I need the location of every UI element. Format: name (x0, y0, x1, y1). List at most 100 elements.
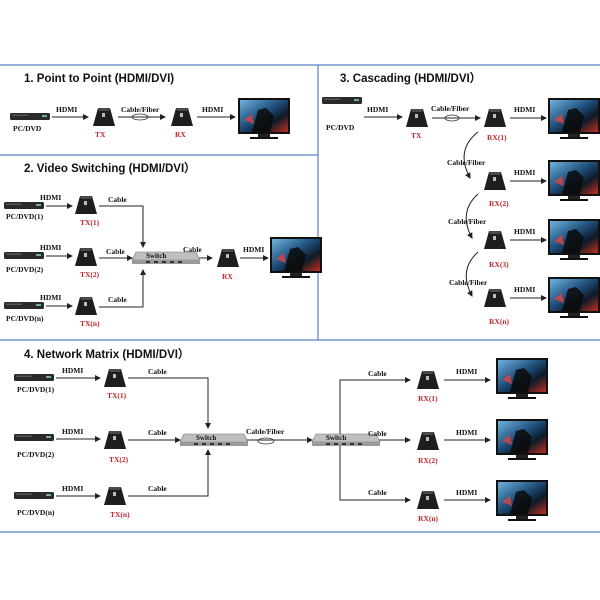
cable-fiber-label: Cable/Fiber (431, 104, 470, 113)
pc-dvd-2-label: PC/DVD(2) (6, 265, 44, 274)
pc-dvd-1-device (4, 202, 44, 209)
rx-3-unit (484, 231, 506, 249)
switch-left-label: Switch (196, 434, 216, 442)
panel-dividers (0, 64, 600, 533)
panel-network-matrix: 4. Network Matrix (HDMI/DVI） PC/DVD(1) H… (14, 347, 548, 523)
hdmi-n-label: HDMI (62, 484, 83, 493)
fiber-coil-icon (444, 114, 460, 122)
switch-label: Switch (146, 252, 166, 260)
rx-1-unit (484, 109, 506, 127)
hdmi-rxn-label: HDMI (514, 285, 535, 294)
hdmi-rx3-label: HDMI (514, 227, 535, 236)
pc-dvd-n-label: PC/DVD(n) (6, 314, 44, 323)
panel-point-to-point: 1. Point to Point (HDMI/DVI) PC/DVD HDMI… (10, 73, 290, 139)
cable-2-label: Cable (106, 247, 125, 256)
pc-dvd-2-device (4, 252, 44, 259)
tx-2-label: TX(2) (109, 455, 129, 464)
hdmi-in-label: HDMI (367, 105, 388, 114)
cable-n-label: Cable (108, 295, 127, 304)
cable-out-label: Cable (183, 245, 202, 254)
cable-rxn-label: Cable (368, 488, 387, 497)
cable-rx2-label: Cable (368, 429, 387, 438)
pc-dvd-label: PC/DVD (326, 123, 355, 132)
tx-1-unit (75, 196, 97, 214)
pc-dvd-label: PC/DVD (13, 124, 42, 133)
tx-n-label: TX(n) (110, 510, 130, 519)
tx-unit (93, 108, 115, 126)
hdmi-rxn-label: HDMI (456, 488, 477, 497)
rx-1-unit (417, 371, 439, 389)
display-monitor-1 (548, 98, 600, 139)
tx-2-unit (75, 248, 97, 266)
hdmi-1-label: HDMI (40, 193, 61, 202)
tx-1-label: TX(1) (107, 391, 127, 400)
hdmi-2-label: HDMI (40, 243, 61, 252)
display-monitor-1 (496, 358, 548, 399)
display-monitor-2 (548, 160, 600, 201)
hdmi-rx1-label: HDMI (514, 105, 535, 114)
display-monitor-n (548, 277, 600, 318)
panel1-title: 1. Point to Point (HDMI/DVI) (24, 73, 174, 85)
tx-n-unit (75, 297, 97, 315)
rx-label: RX (175, 130, 186, 139)
hdmi-rx1-label: HDMI (456, 367, 477, 376)
cable-n-label: Cable (148, 484, 167, 493)
rx-2-label: RX(2) (489, 199, 509, 208)
hdmi-rx2-label: HDMI (514, 168, 535, 177)
rx-2-unit (417, 432, 439, 450)
switch-right-label: Switch (326, 434, 346, 442)
tx-unit (406, 109, 428, 127)
cable-fiber-label: Cable/Fiber (121, 105, 160, 114)
rx-1-label: RX(1) (418, 394, 438, 403)
pc-dvd-1-label: PC/DVD(1) (17, 385, 55, 394)
tx-1-unit (104, 369, 126, 387)
rx-2-label: RX(2) (418, 456, 438, 465)
hdmi-in-label: HDMI (56, 105, 77, 114)
tx-n-label: TX(n) (80, 319, 100, 328)
cable-1-label: Cable (148, 367, 167, 376)
display-monitor-n (496, 480, 548, 521)
pc-dvd-n-device (14, 492, 54, 499)
hdmi-n-label: HDMI (40, 293, 61, 302)
tx-n-unit (104, 487, 126, 505)
cable-rx1-label: Cable (368, 369, 387, 378)
panel3-title: 3. Cascading (HDMI/DVI） (340, 71, 481, 85)
display-monitor-2 (496, 419, 548, 460)
cable-2-label: Cable (148, 428, 167, 437)
fiber-coil-icon (131, 113, 149, 121)
hdmi-out-label: HDMI (202, 105, 223, 114)
rx-unit (217, 249, 239, 267)
pc-dvd-1-label: PC/DVD(1) (6, 212, 44, 221)
rx-n-label: RX(n) (418, 514, 439, 523)
pc-dvd-device (322, 97, 362, 104)
display-monitor-3 (548, 219, 600, 260)
fiber-coil-icon (257, 437, 275, 445)
pc-dvd-2-device (14, 434, 54, 441)
hdmi-out-label: HDMI (243, 245, 264, 254)
pc-dvd-n-label: PC/DVD(n) (17, 508, 55, 517)
display-monitor (238, 98, 290, 139)
rx-n-label: RX(n) (489, 317, 510, 326)
hdmi-rx2-label: HDMI (456, 428, 477, 437)
rx-3-label: RX(3) (489, 260, 509, 269)
panel2-title: 2. Video Switching (HDMI/DVI） (24, 161, 196, 175)
hdmi-1-label: HDMI (62, 366, 83, 375)
pc-dvd-n-device (4, 302, 44, 309)
pc-dvd-1-device (14, 374, 54, 381)
tx-2-unit (104, 431, 126, 449)
tx-2-label: TX(2) (80, 270, 100, 279)
rx-label: RX (222, 272, 233, 281)
tx-label: TX (95, 130, 106, 139)
rx-n-unit (484, 289, 506, 307)
rx-unit (171, 108, 193, 126)
cascade-cable-3-label: Cable/Fiber (449, 278, 488, 287)
rx-n-unit (417, 491, 439, 509)
cascade-cable-1-label: Cable/Fiber (447, 158, 486, 167)
panel-video-switching: 2. Video Switching (HDMI/DVI） PC/DVD(1) … (4, 161, 322, 328)
pc-dvd-device (10, 113, 50, 120)
display-monitor (270, 237, 322, 278)
tx-label: TX (411, 131, 422, 140)
tx-1-label: TX(1) (80, 218, 100, 227)
